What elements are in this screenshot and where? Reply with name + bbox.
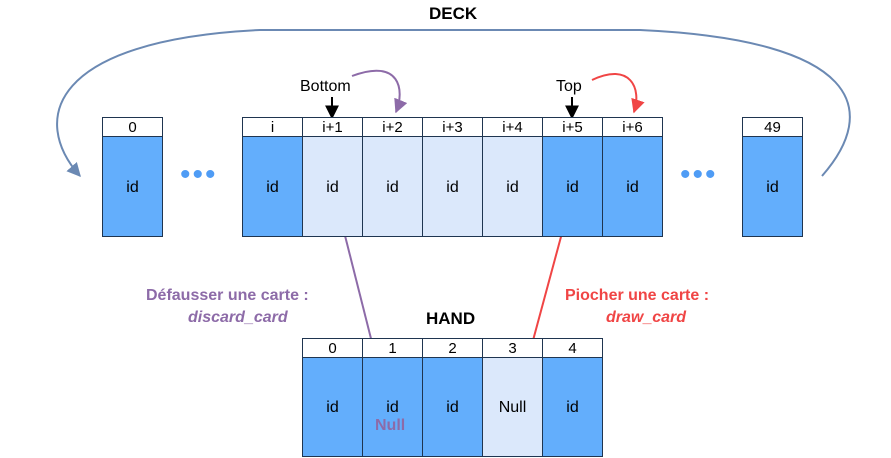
top-advance-arrow [591, 73, 645, 114]
deck-index-49: 49 [742, 117, 803, 137]
discard-label: Défausser une carte : [146, 287, 309, 304]
draw-label: Piocher une carte : [565, 287, 710, 304]
hand-index-1: 1 [362, 338, 423, 358]
deck-cell-i1: id [302, 136, 363, 237]
deck-cell-i5: id [542, 136, 603, 237]
ellipsis-right: ••• [680, 158, 718, 191]
deck-index-i: i [242, 117, 303, 137]
hand-index-0: 0 [302, 338, 363, 358]
ellipsis-left: ••• [180, 158, 218, 191]
discard-function: discard_card [188, 309, 288, 326]
deck-cell-0: id [102, 136, 163, 237]
deck-index-i1: i+1 [302, 117, 363, 137]
hand-title: HAND [426, 309, 476, 328]
hand-cell-0: id [302, 357, 363, 457]
deck-index-i6: i+6 [602, 117, 663, 137]
deck-cell-i2: id [362, 136, 423, 237]
hand-cell-2: id [422, 357, 483, 457]
hand-index-2: 2 [422, 338, 483, 358]
deck-cell-i: id [242, 136, 303, 237]
hand-index-3: 3 [482, 338, 543, 358]
deck-index-i4: i+4 [482, 117, 543, 137]
deck-title: DECK [429, 4, 478, 23]
draw-function: draw_card [606, 309, 687, 326]
hand-cell-4: id [542, 357, 603, 457]
top-label: Top [556, 78, 582, 95]
deck-index-i5: i+5 [542, 117, 603, 137]
hand-cell-1: id [362, 357, 423, 457]
wrap-arrow [56, 29, 851, 178]
hand-cell-3: Null [482, 357, 543, 457]
bottom-label: Bottom [300, 78, 351, 95]
bottom-advance-arrow [351, 69, 408, 114]
deck-cell-49: id [742, 136, 803, 237]
deck-cell-i3: id [422, 136, 483, 237]
hand-cell-1-null: Null [375, 417, 406, 434]
deck-cell-i6: id [602, 136, 663, 237]
deck-index-i2: i+2 [362, 117, 423, 137]
deck-cell-i4: id [482, 136, 543, 237]
deck-index-0: 0 [102, 117, 163, 137]
deck-index-i3: i+3 [422, 117, 483, 137]
hand-index-4: 4 [542, 338, 603, 358]
